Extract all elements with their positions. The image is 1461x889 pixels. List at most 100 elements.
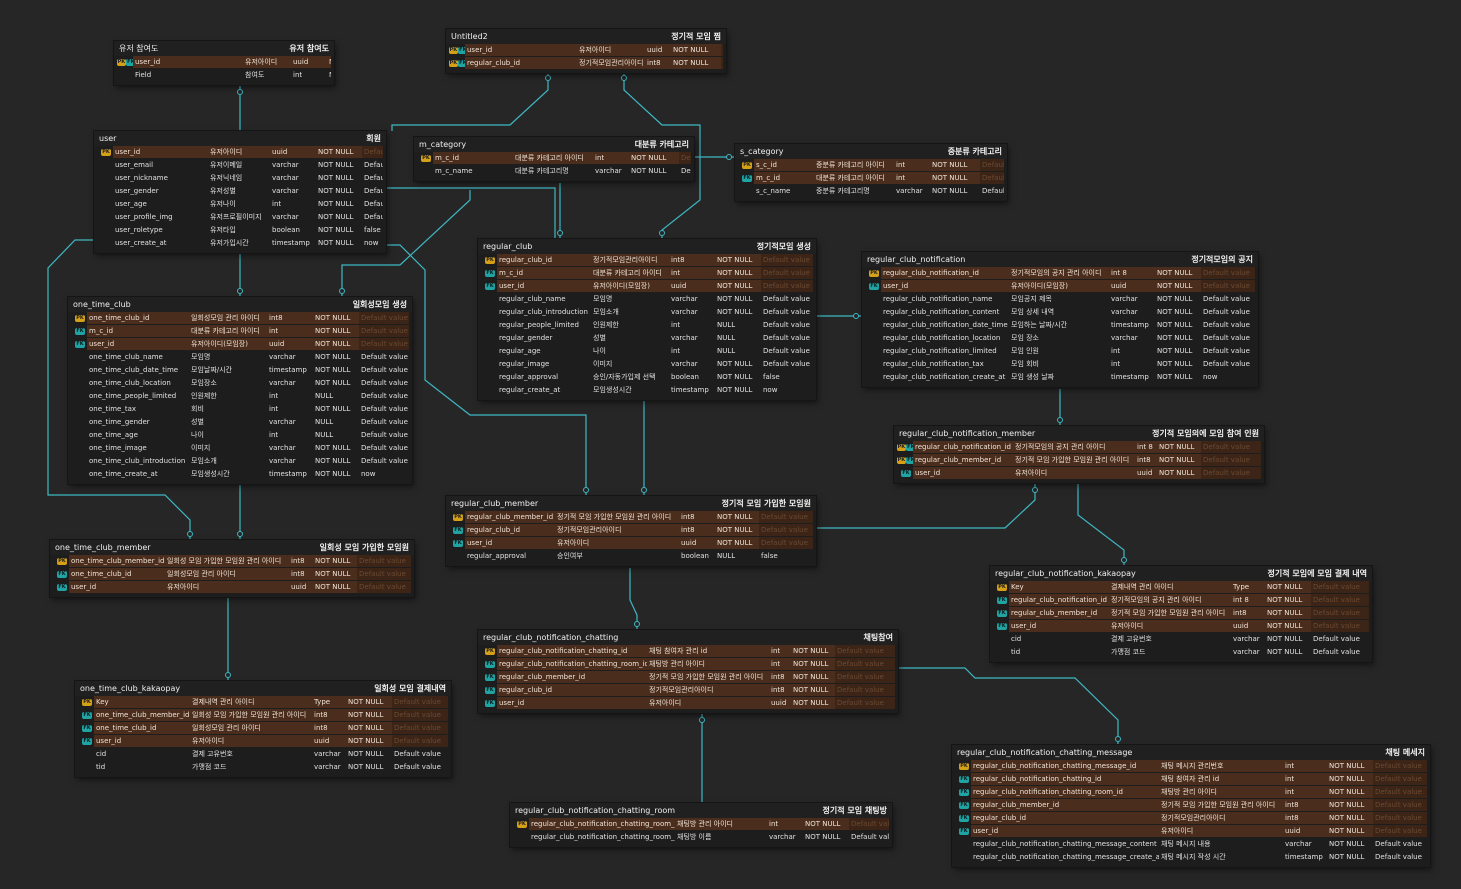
- table-row[interactable]: regular_club_notification_chatting_messa…: [955, 851, 1427, 863]
- table-row[interactable]: regular_club_notification_chatting_room_…: [513, 831, 889, 843]
- table-header[interactable]: regular_club_notification_chatting_messa…: [952, 745, 1430, 760]
